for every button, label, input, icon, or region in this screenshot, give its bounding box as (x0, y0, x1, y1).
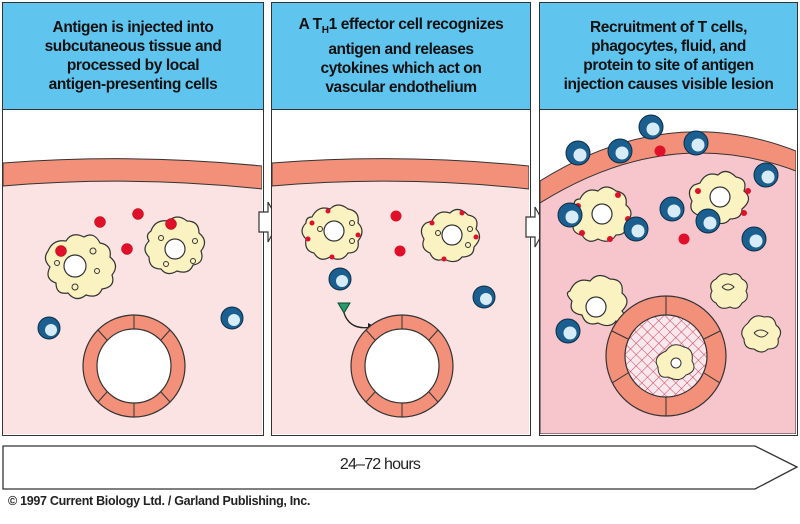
antigen (55, 245, 67, 257)
copyright-notice: © 1997 Current Biology Ltd. / Garland Pu… (8, 494, 311, 508)
t-cell (741, 226, 767, 252)
panel-3-header: Recruitment of T cells, phagocytes, flui… (540, 3, 797, 110)
panel-2-caption: A TH1 effector cell recognizes antigen a… (299, 15, 504, 97)
panel-1-caption: Antigen is injected into subcutaneous ti… (44, 19, 222, 93)
t-cell (472, 285, 496, 309)
timeline-label: 24–72 hours (339, 456, 421, 473)
panel-3-caption: Recruitment of T cells, phagocytes, flui… (563, 19, 774, 93)
panel-step-1: Antigen is injected into subcutaneous ti… (2, 2, 264, 436)
panel-step-2: A TH1 effector cell recognizes antigen a… (271, 2, 531, 436)
blood-vessel (350, 314, 454, 418)
blood-vessel (82, 314, 186, 418)
antigen-presenting-cell (301, 204, 363, 260)
skin-layer (272, 158, 529, 190)
panel-2-header: A TH1 effector cell recognizes antigen a… (272, 3, 530, 110)
t-cell (607, 138, 633, 164)
panel-2-illustration (272, 111, 530, 435)
antigen (390, 210, 402, 222)
t-cell (555, 318, 581, 344)
antigen (394, 245, 406, 257)
t-cell (623, 216, 649, 242)
antigen (121, 243, 133, 255)
t-cell (557, 202, 583, 228)
panel-1-header: Antigen is injected into subcutaneous ti… (3, 3, 263, 110)
antigen (678, 233, 690, 245)
neutrophil (741, 315, 782, 353)
caption-rest: 1 effector cell recognizes antigen and r… (320, 15, 504, 97)
antigen (94, 216, 106, 228)
panel-3-illustration (540, 111, 797, 435)
cytokine-icon (337, 302, 351, 314)
antigen (654, 145, 666, 157)
antigen (165, 218, 177, 230)
antigen-presenting-cell (144, 216, 206, 275)
blood-vessel (605, 295, 727, 417)
t-cell (683, 130, 709, 156)
t-cell (565, 140, 591, 166)
t-cell (753, 162, 779, 188)
t-cell (37, 316, 61, 340)
antigen-presenting-cell (420, 208, 481, 263)
t-cell (695, 208, 721, 234)
antigen-presenting-cell (569, 186, 632, 242)
neutrophil (710, 273, 748, 309)
caption-subscript: H (321, 25, 329, 37)
t-cell (638, 114, 664, 140)
t-cell (220, 306, 244, 330)
timeline-arrow (2, 445, 798, 490)
skin-layer (3, 158, 262, 190)
caption-prefix: A T (298, 15, 323, 33)
th1-effector-cell (328, 267, 352, 291)
t-cell (659, 196, 685, 222)
panel-step-3: Recruitment of T cells, phagocytes, flui… (539, 2, 798, 436)
antigen (132, 208, 144, 220)
panel-1-illustration (3, 111, 263, 435)
